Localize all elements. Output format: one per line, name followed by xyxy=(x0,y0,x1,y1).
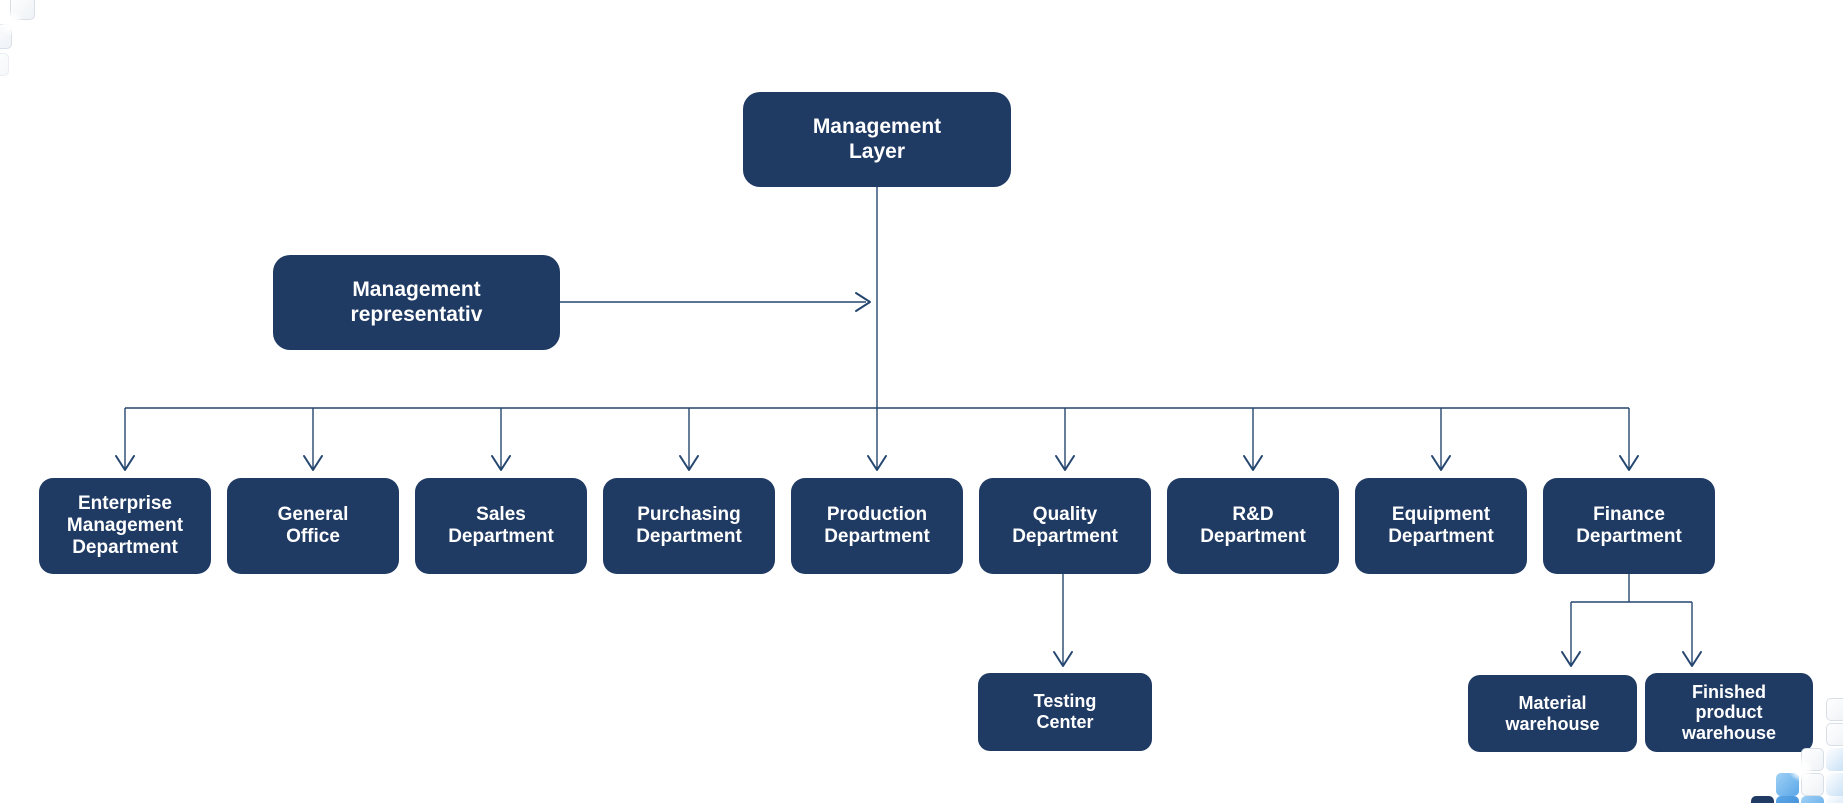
org-node-management-representative: Management representativ xyxy=(273,255,560,350)
mosaic-square xyxy=(1826,748,1843,771)
org-node-management-layer: Management Layer xyxy=(743,92,1011,187)
mosaic-square xyxy=(1826,698,1843,721)
org-node-quality-department: Quality Department xyxy=(979,478,1151,574)
org-node-equipment-department: Equipment Department xyxy=(1355,478,1527,574)
org-node-enterprise-management-department: Enterprise Management Department xyxy=(39,478,211,574)
mosaic-square xyxy=(1826,796,1843,803)
sparkle-highlight xyxy=(0,10,24,36)
org-node-sales-department: Sales Department xyxy=(415,478,587,574)
org-node-testing-center: Testing Center xyxy=(978,673,1152,751)
sparkle-highlight xyxy=(1788,756,1814,782)
org-node-finance-department: Finance Department xyxy=(1543,478,1715,574)
org-node-finished-product-warehouse: Finished product warehouse xyxy=(1645,673,1813,752)
mosaic-square xyxy=(1751,796,1774,803)
org-node-general-office: General Office xyxy=(227,478,399,574)
mosaic-square xyxy=(1801,796,1824,803)
org-node-rd-department: R&D Department xyxy=(1167,478,1339,574)
org-node-purchasing-department: Purchasing Department xyxy=(603,478,775,574)
org-node-material-warehouse: Material warehouse xyxy=(1468,675,1637,752)
mosaic-square xyxy=(1826,723,1843,746)
org-node-production-department: Production Department xyxy=(791,478,963,574)
mosaic-square xyxy=(1826,773,1843,796)
mosaic-square xyxy=(0,53,9,76)
mosaic-square xyxy=(1776,796,1799,803)
